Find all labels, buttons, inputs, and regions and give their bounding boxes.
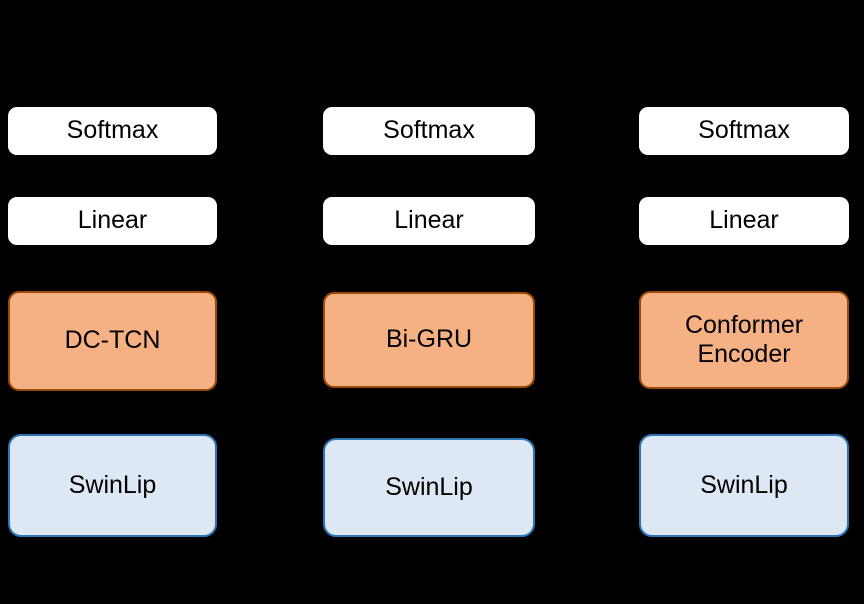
- pipeline-column-1: Softmax Linear DC-TCN SwinLip: [8, 0, 217, 604]
- node-label: Softmax: [383, 116, 475, 145]
- node-softmax-column-2[interactable]: Softmax: [323, 107, 535, 155]
- node-label: Softmax: [698, 116, 790, 145]
- node-backbone-column-2[interactable]: Bi-GRU: [323, 292, 535, 388]
- node-label: SwinLip: [700, 470, 788, 499]
- node-label: Linear: [394, 206, 464, 235]
- node-frontend-column-1[interactable]: SwinLip: [8, 434, 217, 537]
- node-softmax-column-1[interactable]: Softmax: [8, 107, 217, 155]
- node-frontend-column-2[interactable]: SwinLip: [323, 438, 535, 537]
- node-label: DC-TCN: [64, 326, 161, 355]
- node-softmax-column-3[interactable]: Softmax: [639, 107, 849, 155]
- node-backbone-column-1[interactable]: DC-TCN: [8, 291, 217, 391]
- node-backbone-column-3[interactable]: Conformer Encoder: [639, 291, 849, 389]
- node-linear-column-1[interactable]: Linear: [8, 197, 217, 245]
- node-frontend-column-3[interactable]: SwinLip: [639, 434, 849, 537]
- node-label: Conformer Encoder: [684, 310, 804, 369]
- node-linear-column-3[interactable]: Linear: [639, 197, 849, 245]
- pipeline-column-2: Softmax Linear Bi-GRU SwinLip: [323, 0, 535, 604]
- node-label: Linear: [77, 206, 148, 235]
- node-label: Linear: [709, 206, 779, 235]
- pipeline-column-3: Softmax Linear Conformer Encoder SwinLip: [639, 0, 849, 604]
- node-label: SwinLip: [68, 470, 157, 499]
- node-label: Bi-GRU: [385, 325, 473, 354]
- node-linear-column-2[interactable]: Linear: [323, 197, 535, 245]
- node-label: Softmax: [66, 116, 159, 145]
- node-label: SwinLip: [385, 472, 473, 501]
